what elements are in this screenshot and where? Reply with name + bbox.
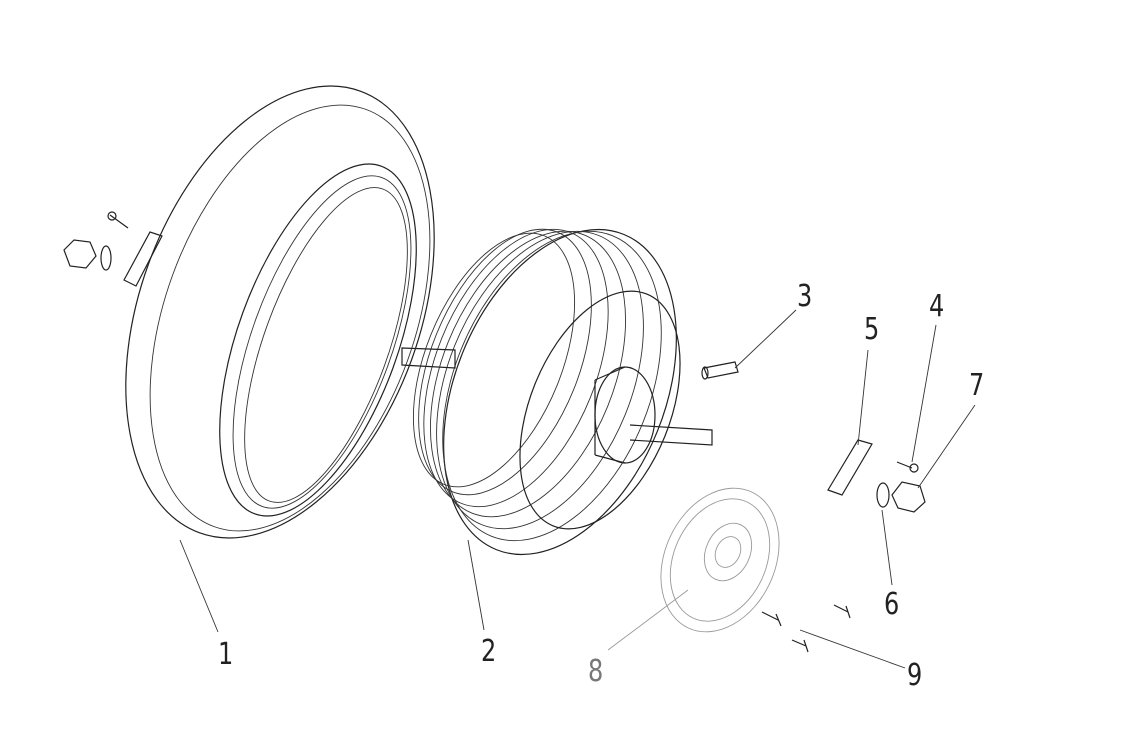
- valve: [701, 361, 739, 380]
- callout-3: 3: [797, 279, 813, 314]
- brake-disc: [660, 487, 780, 633]
- wheel: [401, 228, 713, 556]
- callout-8: 8: [588, 654, 604, 689]
- disc-bolts: [761, 604, 851, 653]
- callout-4: 4: [929, 289, 945, 324]
- right-hardware: [827, 439, 926, 513]
- tire: [125, 85, 435, 539]
- callout-6: 6: [884, 587, 900, 622]
- leader-lines: [179, 309, 976, 669]
- left-hardware: [63, 211, 163, 287]
- callout-5: 5: [864, 312, 880, 347]
- callout-7: 7: [969, 368, 985, 403]
- callout-1: 1: [218, 637, 234, 672]
- callout-2: 2: [481, 634, 497, 669]
- callout-9: 9: [907, 658, 923, 693]
